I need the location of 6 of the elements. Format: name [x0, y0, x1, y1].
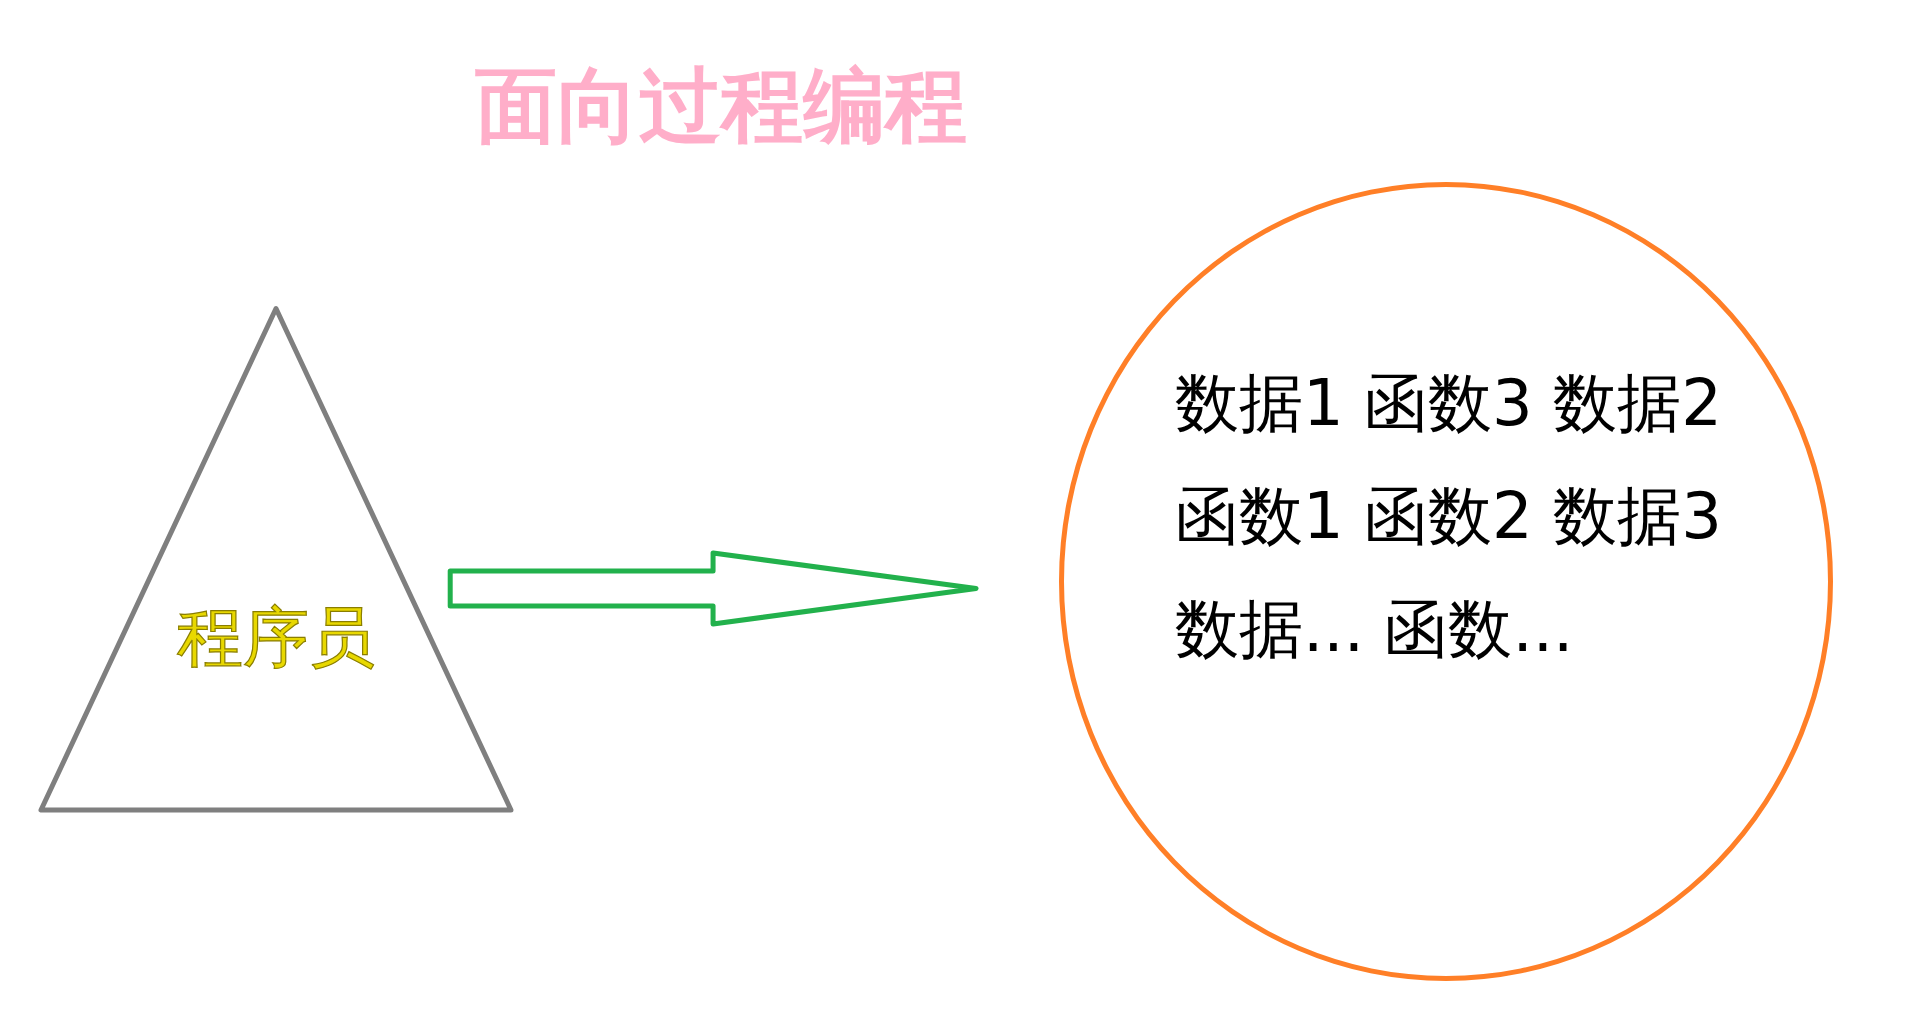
triangle [38, 305, 514, 813]
node-label: 数据1 函数3 数据2 函数1 函数2 数据3 数据... 函数... [1175, 365, 1723, 668]
circle [1059, 182, 1833, 981]
block-arrow [447, 550, 979, 627]
node-label: 程序员 [177, 605, 375, 671]
title: 面向过程编程 [475, 65, 967, 147]
